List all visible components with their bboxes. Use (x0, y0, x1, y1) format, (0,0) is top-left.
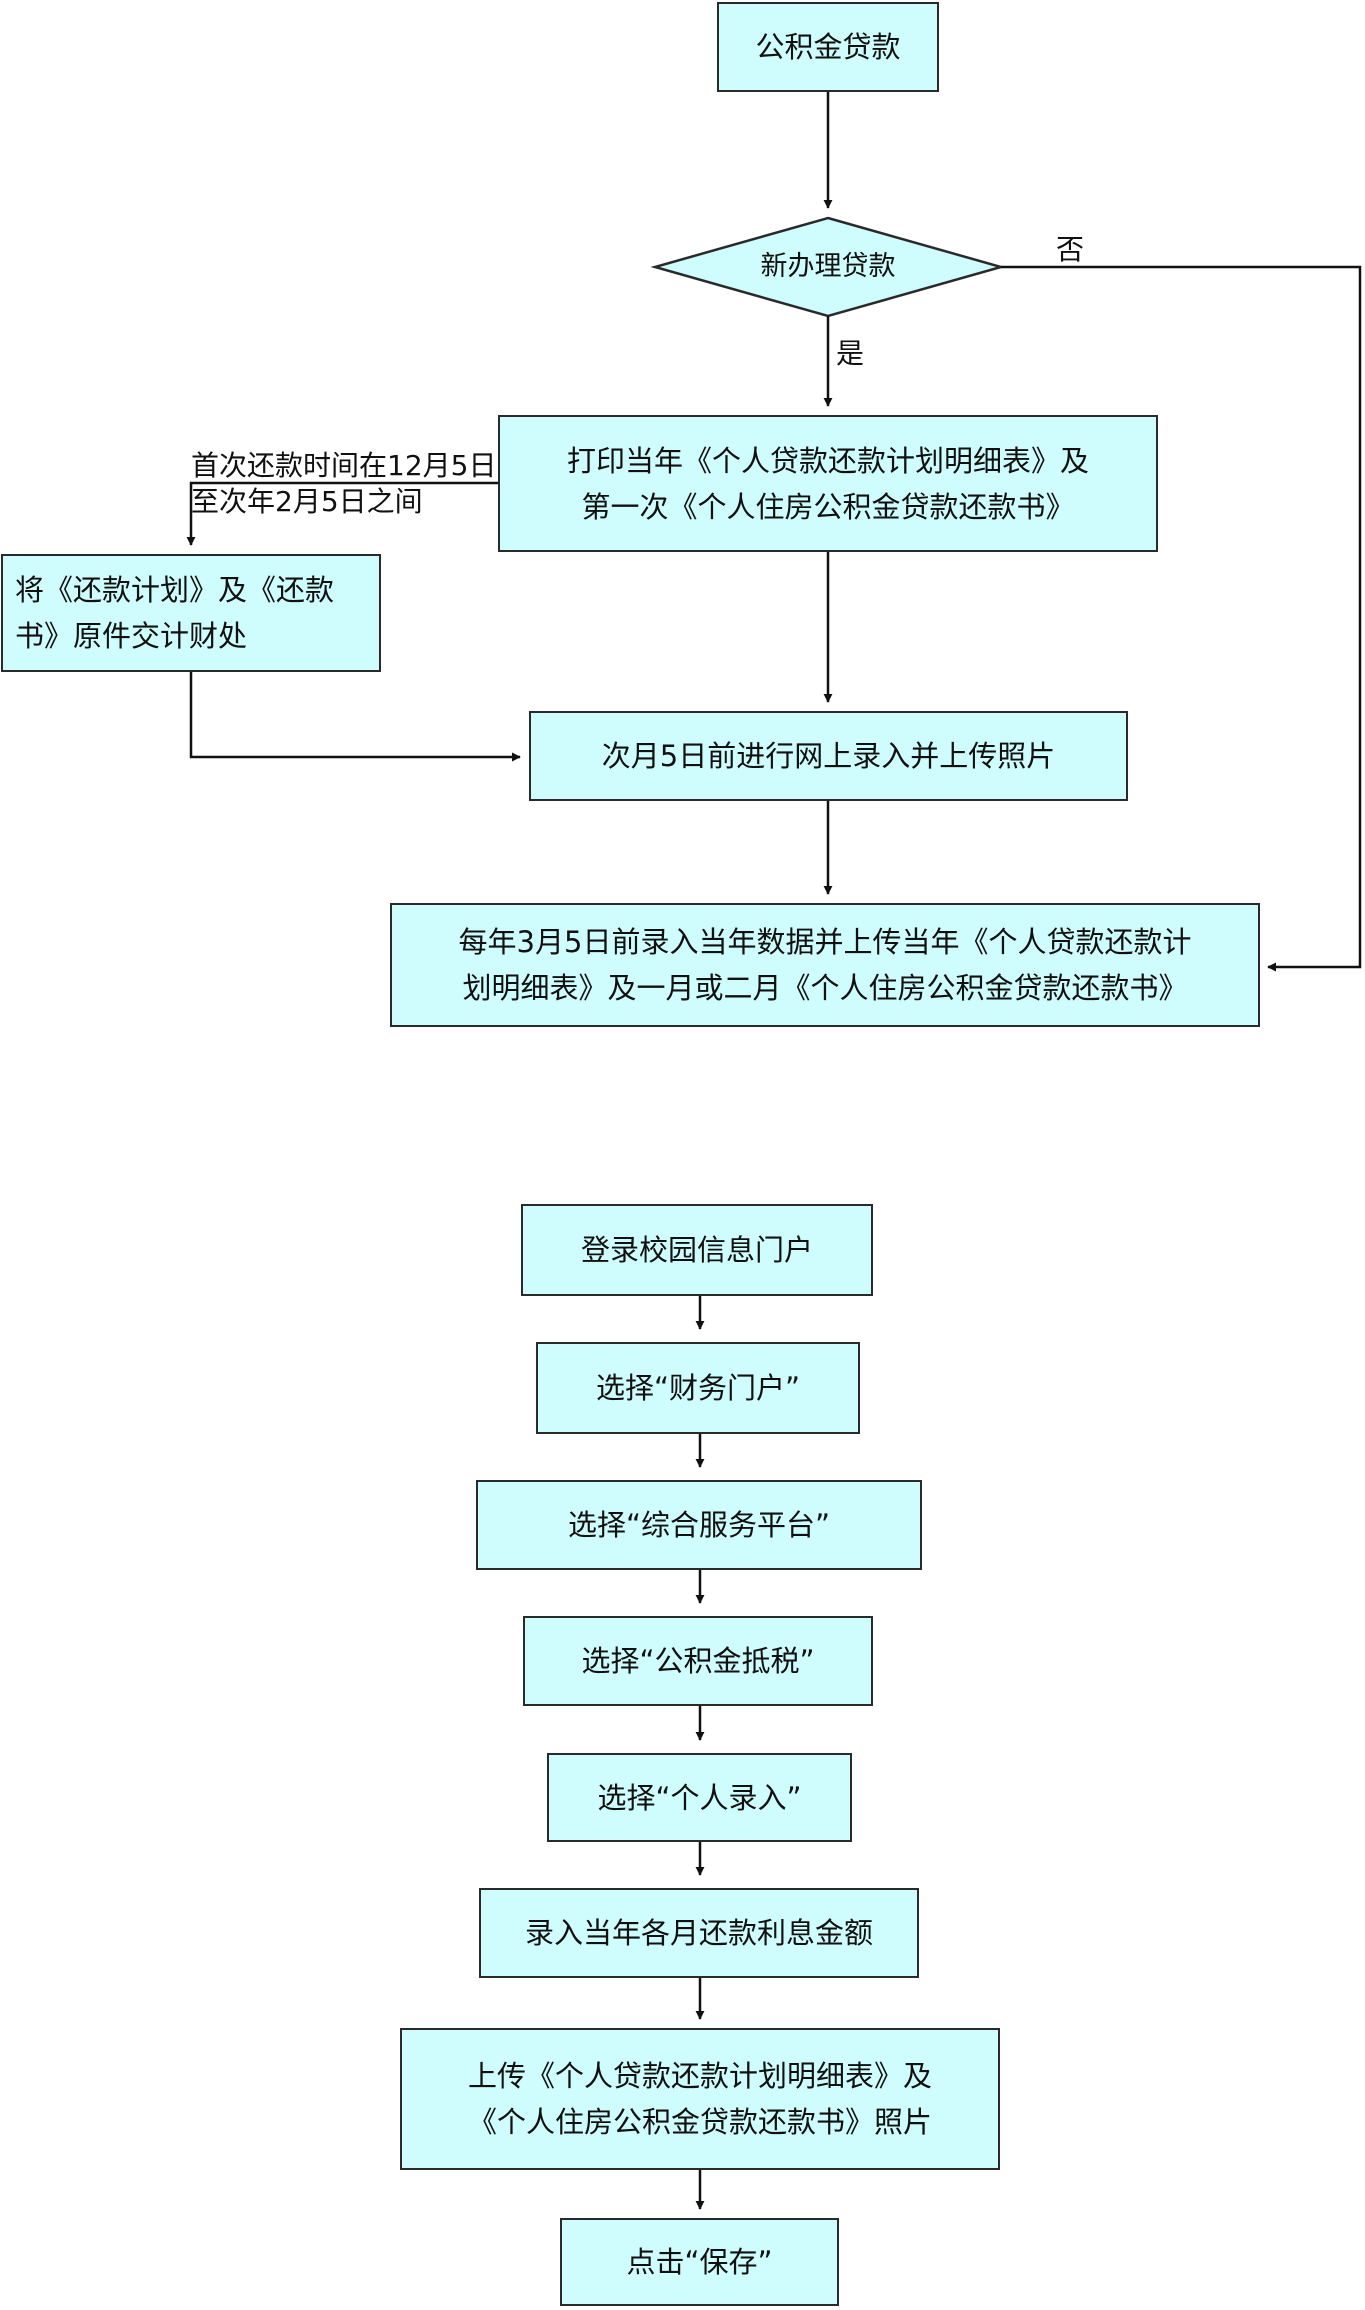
step-label: 点击“保存” (626, 2245, 773, 2279)
annual-entry-box: 每年3月5日前录入当年数据并上传当年《个人贷款还款计 划明细表》及一月或二月《个… (390, 903, 1260, 1027)
no-label: 否 (1056, 233, 1085, 266)
step-label: 选择“个人录入” (597, 1780, 802, 1815)
annual-box-line-2: 划明细表》及一月或二月《个人住房公积金贷款还款书》 (462, 971, 1188, 1005)
step-label: 录入当年各月还款利息金额 (524, 1916, 873, 1950)
online-entry-label: 次月5日前进行网上录入并上传照片 (601, 739, 1056, 773)
finance-box-line-2: 书》原件交计财处 (15, 619, 248, 653)
step-login-portal: 登录校园信息门户 (521, 1204, 873, 1296)
step-label: 上传《个人贷款还款计划明细表》及 《个人住房公积金贷款还款书》照片 (467, 2059, 932, 2139)
arrow-finance-to-online (189, 672, 521, 762)
step-service-platform: 选择“综合服务平台” (476, 1480, 922, 1570)
step-enter-interest: 录入当年各月还款利息金额 (479, 1888, 919, 1978)
finance-office-box: 将《还款计划》及《还款 书》原件交计财处 (1, 554, 381, 672)
start-box: 公积金贷款 (717, 2, 939, 92)
step-label: 选择“公积金抵税” (581, 1644, 815, 1678)
print-box-line-2: 第一次《个人住房公积金贷款还款书》 (581, 489, 1075, 524)
step-label: 登录校园信息门户 (580, 1233, 813, 1267)
step-label: 选择“财务门户” (595, 1371, 801, 1405)
decision-label: 新办理贷款 (760, 251, 896, 282)
arrow-print-to-finance (186, 481, 498, 546)
start-label: 公积金贷款 (755, 30, 901, 64)
branch-label-line-1: 首次还款时间在12月5日 (191, 449, 497, 482)
step-finance-portal: 选择“财务门户” (536, 1342, 860, 1434)
step-tax-deduction: 选择“公积金抵税” (523, 1616, 873, 1706)
step-personal-entry: 选择“个人录入” (547, 1753, 852, 1842)
arrow-decision-no (1001, 265, 1362, 972)
annual-box-line-1: 每年3月5日前录入当年数据并上传当年《个人贷款还款计 (458, 925, 1192, 959)
branch-label-line-2: 至次年2月5日之间 (191, 485, 423, 518)
branch-condition-label: 首次还款时间在12月5日 至次年2月5日之间 (191, 448, 496, 520)
step-save: 点击“保存” (560, 2218, 839, 2306)
print-box: 打印当年《个人贷款还款计划明细表》及 第一次《个人住房公积金贷款还款书》 (498, 415, 1158, 552)
step-label: 选择“综合服务平台” (567, 1508, 831, 1542)
print-box-line-1: 打印当年《个人贷款还款计划明细表》及 (566, 443, 1089, 478)
online-entry-box: 次月5日前进行网上录入并上传照片 (529, 711, 1128, 801)
step-upload-photos: 上传《个人贷款还款计划明细表》及 《个人住房公积金贷款还款书》照片 (400, 2028, 1000, 2170)
finance-box-line-1: 将《还款计划》及《还款 (15, 573, 335, 607)
yes-label: 是 (836, 337, 865, 370)
